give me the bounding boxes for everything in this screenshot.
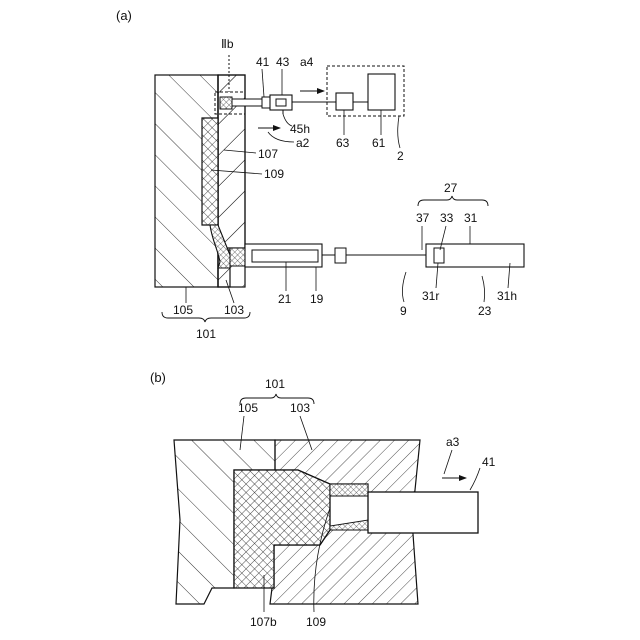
coupler	[262, 97, 270, 108]
screw-21	[252, 250, 318, 262]
label-41: 41	[256, 55, 270, 69]
label-101: 101	[196, 327, 216, 341]
label-23: 23	[478, 304, 492, 318]
label-2: 2	[397, 149, 404, 163]
label-61: 61	[372, 136, 386, 150]
label-33: 33	[440, 211, 454, 225]
box-61	[368, 74, 395, 110]
label-101-b: 101	[265, 377, 285, 391]
label-31: 31	[464, 211, 478, 225]
label-21: 21	[278, 292, 292, 306]
cavity-top	[220, 97, 232, 109]
panel-a-title: (a)	[116, 8, 132, 23]
label-105-b: 105	[238, 401, 258, 415]
label-43: 43	[276, 55, 290, 69]
label-37: 37	[416, 211, 430, 225]
label-view-IIb: Ⅱb	[221, 37, 234, 51]
label-109: 109	[264, 167, 284, 181]
label-45h: 45h	[290, 122, 310, 136]
label-109-b: 109	[306, 615, 326, 629]
brace-27	[418, 196, 488, 206]
label-41-b: 41	[482, 455, 496, 469]
box-63	[336, 93, 353, 110]
coupling	[335, 248, 346, 263]
label-107b: 107b	[250, 615, 277, 629]
label-31h: 31h	[497, 289, 517, 303]
label-103-b: 103	[290, 401, 310, 415]
piston-31r	[434, 248, 444, 263]
gate-109	[330, 484, 368, 496]
label-31r: 31r	[422, 289, 439, 303]
molded-product-107	[202, 118, 218, 225]
rod-41	[232, 99, 262, 106]
label-105: 105	[173, 303, 193, 317]
label-27: 27	[444, 181, 458, 195]
label-103: 103	[224, 303, 244, 317]
label-19: 19	[310, 292, 324, 306]
label-9: 9	[400, 304, 407, 318]
label-a2: a2	[296, 136, 310, 150]
label-a4: a4	[300, 55, 314, 69]
label-a3: a3	[446, 435, 460, 449]
panel-b-title: (b)	[150, 370, 166, 385]
label-63: 63	[336, 136, 350, 150]
label-107: 107	[258, 147, 278, 161]
rod-41-detail	[368, 492, 478, 533]
